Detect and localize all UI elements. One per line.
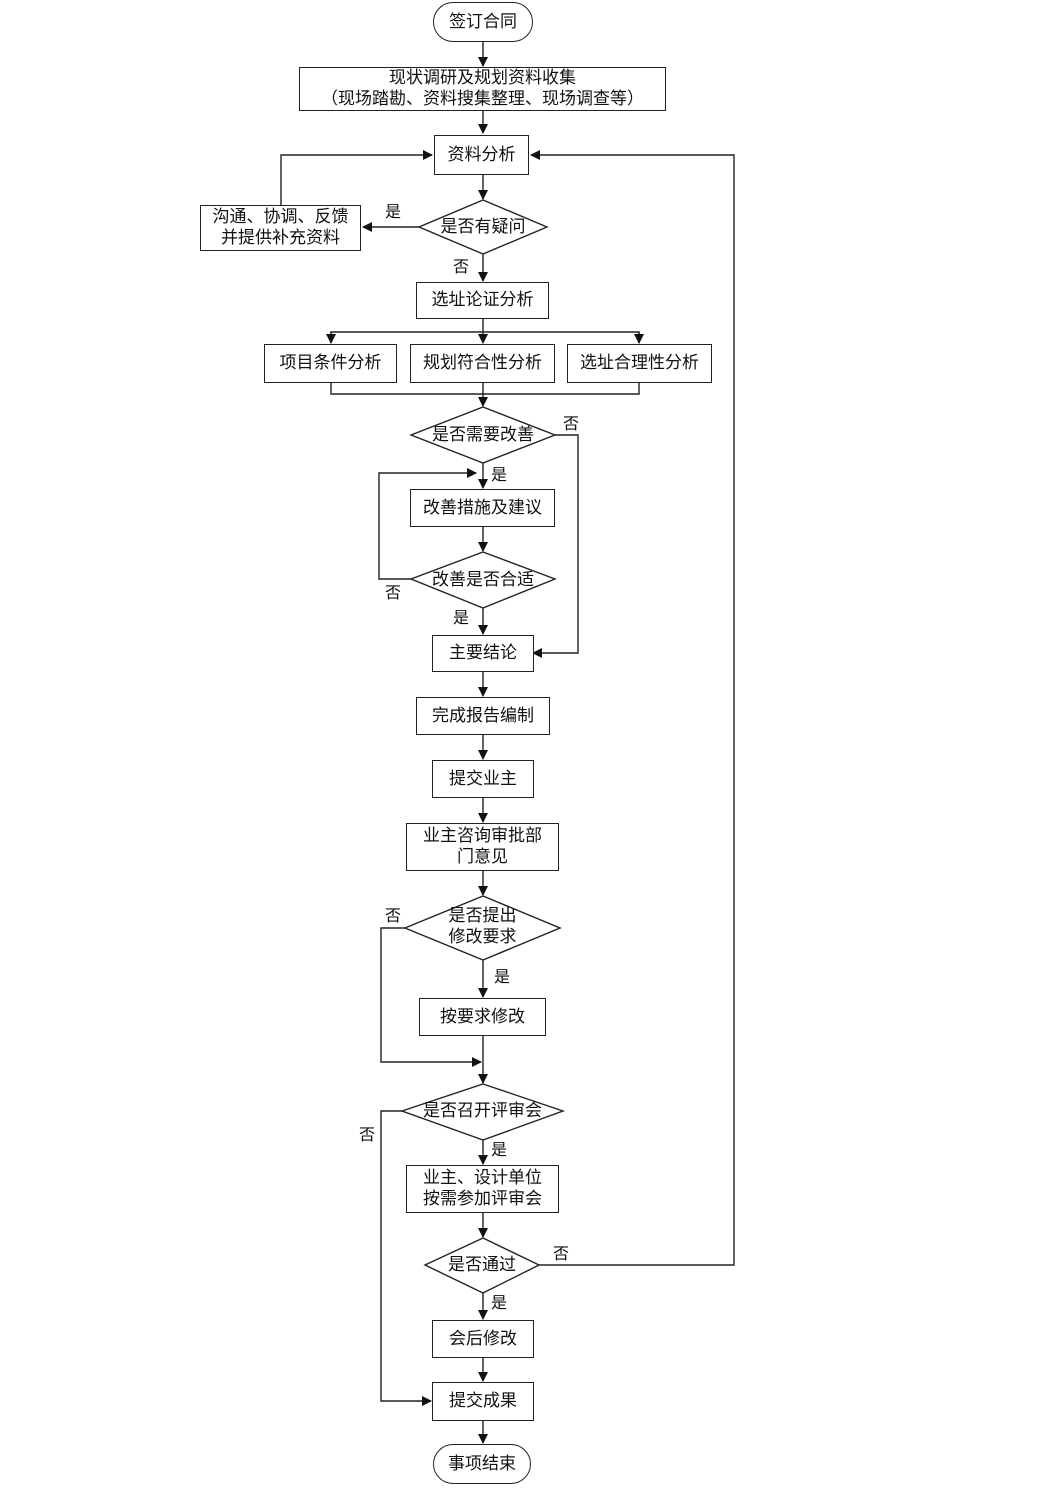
label-no: 否 <box>385 583 402 602</box>
label-yes: 是 <box>453 608 470 627</box>
communicate-text-1: 沟通、协调、反馈 <box>212 207 349 227</box>
end-node: 事项结束 <box>433 1444 531 1484</box>
label-yes: 是 <box>491 1140 508 1159</box>
label-yes: 是 <box>494 967 511 986</box>
site-argument-text: 选址论证分析 <box>431 290 534 310</box>
hold-review-text: 是否召开评审会 <box>423 1100 542 1121</box>
main-conclusion-node: 主要结论 <box>432 635 534 672</box>
label-no: 否 <box>563 414 580 433</box>
improve-measures-node: 改善措施及建议 <box>410 489 555 527</box>
survey-text-1: 现状调研及规划资料收集 <box>389 68 576 88</box>
label-no: 否 <box>359 1125 376 1144</box>
data-analysis-node: 资料分析 <box>434 135 529 175</box>
edge <box>532 434 579 658</box>
planning-conformity-node: 规划符合性分析 <box>410 344 555 383</box>
report-node: 完成报告编制 <box>416 697 550 735</box>
owner-opinion-node: 业主咨询审批部 门意见 <box>406 823 559 871</box>
label-yes: 是 <box>491 465 508 484</box>
has-question-text: 是否有疑问 <box>440 216 526 237</box>
edge <box>530 150 735 1266</box>
label-yes: 是 <box>385 202 402 221</box>
start-node: 签订合同 <box>433 2 533 42</box>
review-meeting-node: 业主、设计单位 按需参加评审会 <box>406 1165 559 1213</box>
edge <box>330 331 640 343</box>
submit-result-node: 提交成果 <box>432 1382 534 1421</box>
label-no: 否 <box>453 257 470 276</box>
submit-owner-node: 提交业主 <box>432 760 534 798</box>
start-text: 签订合同 <box>449 11 517 32</box>
improve-suitable-text: 改善是否合适 <box>432 569 534 590</box>
label-no: 否 <box>553 1244 570 1263</box>
edge <box>380 927 482 1067</box>
label-no: 否 <box>385 906 402 925</box>
label-yes: 是 <box>491 1293 508 1312</box>
survey-text-2: （现场踏勘、资料搜集整理、现场调查等） <box>321 89 644 109</box>
need-improve-text: 是否需要改善 <box>432 424 534 445</box>
passed-text: 是否通过 <box>448 1254 516 1275</box>
survey-node: 现状调研及规划资料收集 （现场踏勘、资料搜集整理、现场调查等） <box>299 67 666 111</box>
data-analysis-text: 资料分析 <box>447 144 516 165</box>
communicate-text-2: 并提供补充资料 <box>221 228 340 248</box>
edge <box>330 382 640 395</box>
site-rationality-node: 选址合理性分析 <box>567 344 712 383</box>
post-meeting-modify-node: 会后修改 <box>432 1320 534 1358</box>
edge <box>280 150 433 205</box>
site-argument-node: 选址论证分析 <box>416 282 549 319</box>
edge <box>378 468 477 580</box>
edge <box>380 1110 432 1406</box>
modify-as-required-node: 按要求修改 <box>419 998 546 1036</box>
communicate-node: 沟通、协调、反馈 并提供补充资料 <box>200 205 361 251</box>
project-condition-node: 项目条件分析 <box>264 344 397 383</box>
modify-request-text: 是否提出 修改要求 <box>448 906 517 947</box>
